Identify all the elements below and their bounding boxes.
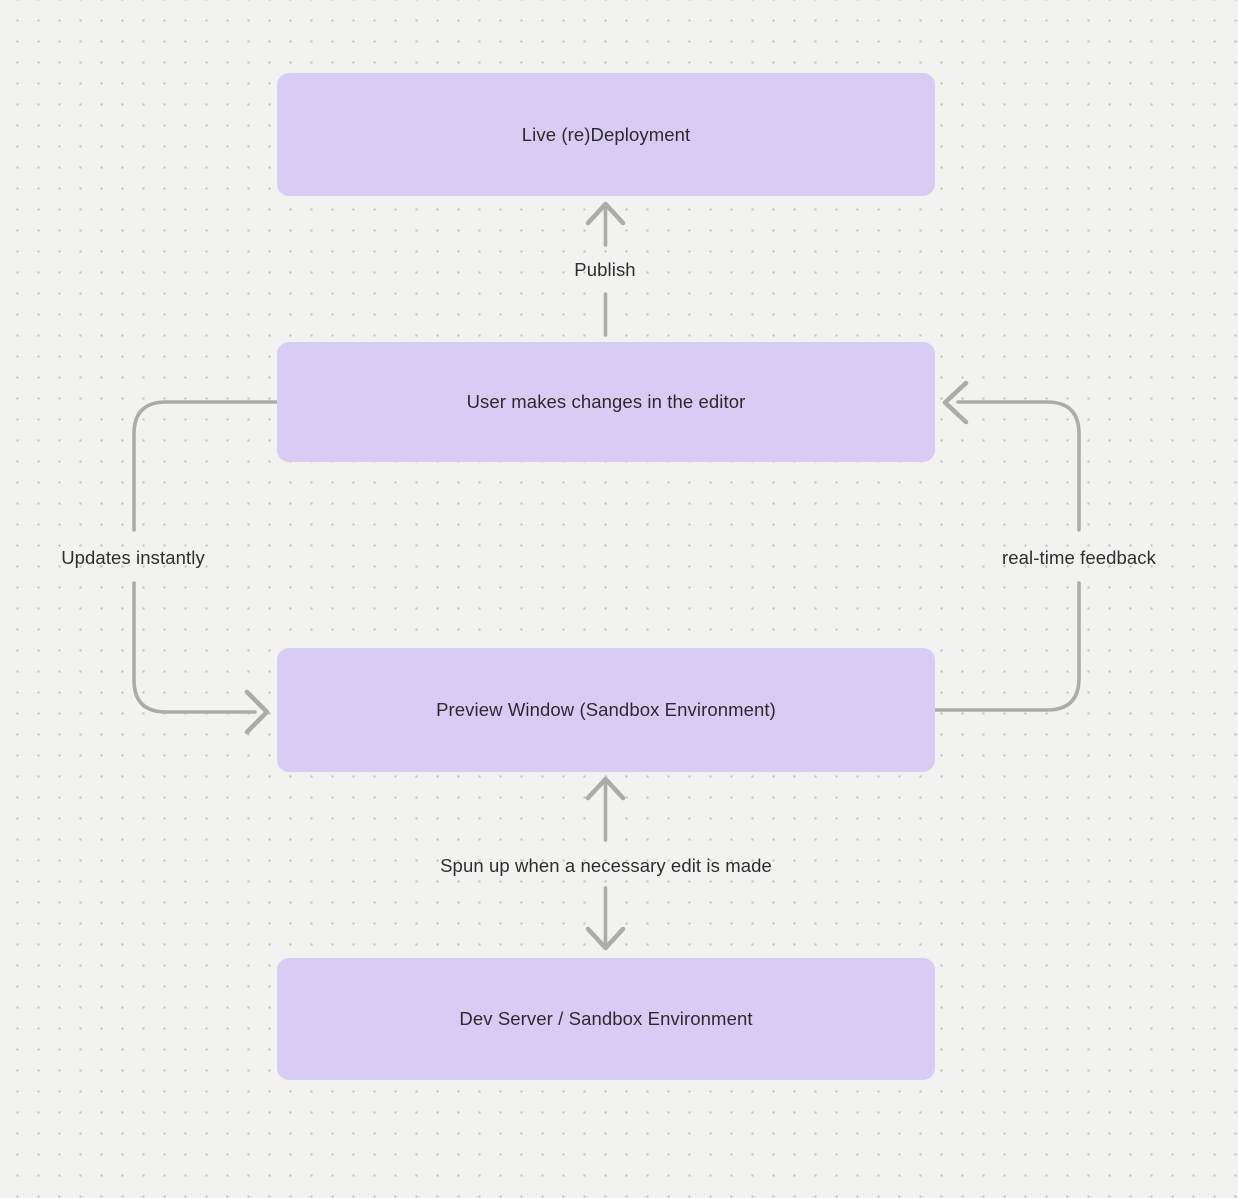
node-label: Preview Window (Sandbox Environment) xyxy=(436,699,776,720)
edge-label-updates-instantly: Updates instantly xyxy=(61,547,205,568)
node-preview-window: Preview Window (Sandbox Environment) xyxy=(277,648,935,772)
node-live-redeployment: Live (re)Deployment xyxy=(277,73,935,196)
node-label: User makes changes in the editor xyxy=(466,391,746,412)
node-label: Dev Server / Sandbox Environment xyxy=(459,1008,753,1029)
node-editor-changes: User makes changes in the editor xyxy=(277,342,935,462)
edge-label-spun-up: Spun up when a necessary edit is made xyxy=(440,855,772,876)
node-dev-server: Dev Server / Sandbox Environment xyxy=(277,958,935,1080)
edge-label-real-time-feedback: real-time feedback xyxy=(1002,547,1156,568)
edge-label-publish: Publish xyxy=(574,259,636,280)
node-label: Live (re)Deployment xyxy=(521,123,691,145)
